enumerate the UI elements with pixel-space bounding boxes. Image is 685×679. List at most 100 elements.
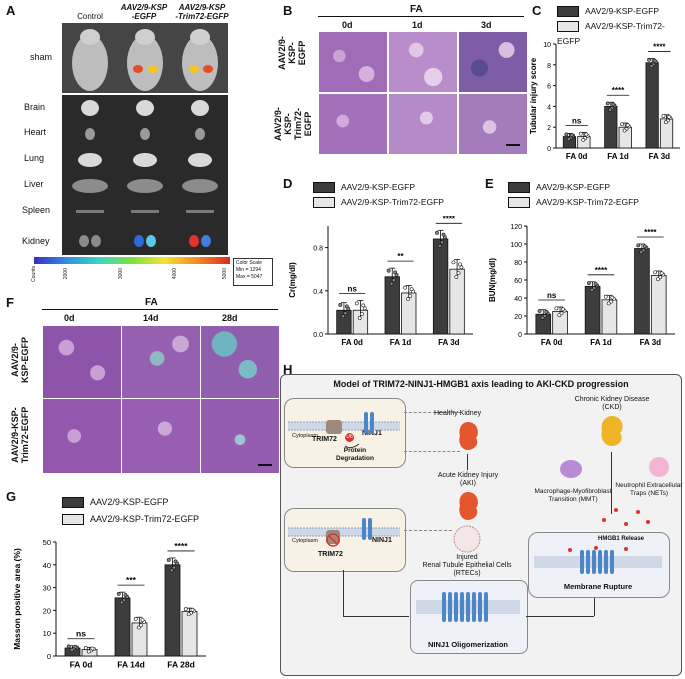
colorbar (34, 257, 230, 264)
x-tick-label: FA 3d (640, 338, 662, 347)
h-cell-box-top (284, 398, 406, 468)
y-tick-label: 120 (510, 224, 522, 231)
h-ckd-kidney-icon (601, 416, 623, 446)
data-point (361, 303, 366, 308)
panel-b-col-1d: 1d (412, 20, 423, 30)
organ-strip-kidney (62, 225, 228, 255)
panel-b-label: B (283, 3, 293, 18)
x-tick-label: FA 1d (590, 338, 612, 347)
y-tick-label: 0.8 (313, 246, 323, 253)
data-point (625, 123, 630, 128)
data-point (544, 310, 549, 314)
bar-trim72 (449, 268, 465, 335)
h-arrow-oligo-to-rupture (526, 616, 594, 617)
h-degradation-line1: Protein (343, 447, 367, 454)
data-point (86, 649, 91, 654)
panel-d-legend-egfp: AAV2/9-KSP-EGFP (313, 180, 444, 195)
scale-bar-b (506, 144, 520, 146)
panel-f-row2-line2: Trim72-EGFP (20, 406, 30, 464)
legend-swatch-egfp-g (62, 497, 84, 509)
h-ckd-line1: Chronic Kidney Disease (574, 396, 650, 403)
h-aki-kidney-icon (459, 492, 478, 520)
data-point (403, 285, 408, 290)
data-point (190, 607, 195, 612)
data-point (581, 137, 586, 142)
y-tick-label: 60 (514, 278, 522, 285)
legend-text-trim72-e: AAV2/9-KSP-Trim72-EGFP (536, 197, 639, 207)
significance-label: ns (572, 116, 582, 125)
panel-f-fa-line (42, 309, 278, 310)
h-ckd-label: Chronic Kidney Disease (CKD) (560, 396, 664, 412)
panel-f-group: FA (145, 297, 158, 308)
legend-text-trim72-d: AAV2/9-KSP-Trim72-EGFP (341, 197, 444, 207)
hist-f-trim72-28d (200, 398, 280, 474)
data-point (172, 565, 176, 570)
data-point (554, 306, 559, 311)
panel-f-col-0d: 0d (64, 313, 75, 323)
y-tick-label: 10 (43, 629, 51, 638)
h-injured-cell-icon (453, 525, 481, 553)
hist-b-egfp-3d (458, 31, 528, 93)
data-point (620, 122, 625, 127)
panel-g-legend-egfp: AAV2/9-KSP-EGFP (62, 494, 199, 511)
bar-egfp (634, 248, 650, 335)
h-dashed-link-bottom (404, 530, 452, 532)
panel-f-row2-line1: AAV2/9-KSP- (10, 407, 20, 463)
y-tick-label: 0.0 (313, 332, 323, 339)
bar-egfp (164, 564, 181, 657)
legend-text-trim72-g: AAV2/9-KSP-Trim72-EGFP (90, 514, 200, 524)
bar-egfp (584, 285, 601, 335)
panel-g-legend-trim72: AAV2/9-KSP-Trim72-EGFP (62, 511, 199, 528)
data-point (659, 271, 664, 276)
h-arrow-cell-to-oligo-h (343, 616, 409, 617)
data-point (83, 646, 88, 650)
y-tick-label: 100 (510, 242, 522, 249)
significance-label: ns (547, 291, 557, 300)
panel-b-fa-line (318, 16, 524, 17)
col-egfp-line2: -EGFP (131, 12, 157, 21)
col-egfp-line1: AAV2/9-KSP (120, 3, 168, 12)
panel-f-row1-line1: AAV2/9- (10, 343, 20, 377)
h-rupture-membrane-svg (534, 546, 662, 574)
data-point (133, 617, 138, 621)
h-degradation: Protein Degradation (336, 447, 374, 463)
panel-g-label: G (6, 489, 17, 504)
hist-b-trim72-1d (388, 93, 458, 155)
data-point (653, 270, 657, 275)
h-bottom-cell-svg (288, 518, 400, 547)
panel-b-col-3d: 3d (481, 20, 492, 30)
y-axis-title: Masson positive area (%) (12, 548, 22, 650)
h-nets-line1: Neutrophil Extracellular (615, 482, 683, 489)
x-tick-label: FA 3d (438, 338, 460, 347)
h-mmt-line2: Transition (MMT) (548, 496, 598, 503)
col-trim72-line2: -Trim72-EGFP (175, 12, 229, 21)
data-point (656, 277, 660, 282)
h-mmt-label: Macrophage-Myofibroblast Transition (MMT… (526, 488, 620, 504)
y-tick-label: 0 (47, 652, 51, 661)
panel-c-legend-egfp: AAV2/9-KSP-EGFP (557, 4, 685, 19)
data-point (605, 101, 610, 106)
legend-swatch-trim72-e (508, 197, 530, 209)
data-point (173, 559, 178, 564)
panel-b-row2-label: AAV2/9-KSP- Trim72-EGFP (273, 99, 313, 149)
h-aki-line1: Acute Kidney Injury (437, 472, 499, 479)
legend-text-egfp-d: AAV2/9-KSP-EGFP (341, 182, 416, 192)
data-point (636, 243, 641, 248)
h-degradation-line2: Degradation (336, 455, 374, 462)
bar-egfp (432, 238, 449, 335)
significance-label: *** (126, 575, 137, 585)
data-point (66, 644, 71, 649)
panel-d-legend: AAV2/9-KSP-EGFP AAV2/9-KSP-Trim72-EGFP (313, 180, 444, 210)
panel-f-row1-label: AAV2/9- KSP-EGFP (10, 332, 30, 388)
data-point (69, 647, 74, 652)
h-ub-label: Ub (345, 433, 354, 442)
data-point (343, 311, 348, 316)
sham-mice-svg (72, 29, 218, 91)
panel-b-row2-line2: Trim72-EGFP (293, 108, 313, 141)
data-point (344, 304, 349, 309)
data-point (570, 133, 574, 137)
h-rupture-label: Membrane Rupture (563, 582, 633, 591)
panel-b-row1-line2: KSP-EGFP (287, 40, 307, 66)
panel-f-label: F (6, 295, 14, 310)
